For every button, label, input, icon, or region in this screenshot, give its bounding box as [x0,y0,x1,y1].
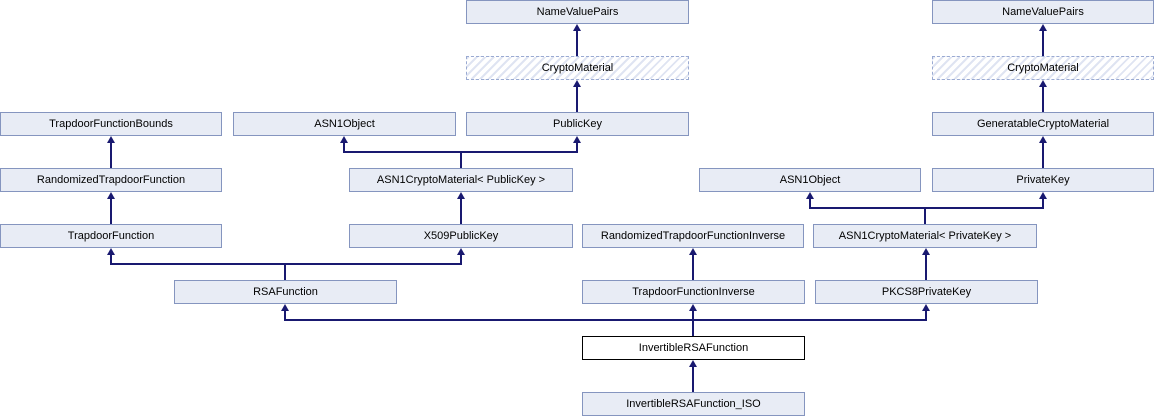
edge-line [576,29,578,56]
edge-arrowhead [457,192,465,199]
class-node-asn1-crypto-material-private-key[interactable]: ASN1CryptoMaterial< PrivateKey > [813,224,1037,248]
class-node-pkcs8-private-key[interactable]: PKCS8PrivateKey [815,280,1038,304]
edge-arrowhead [1039,136,1047,143]
edge-line [809,207,1044,209]
edge-line [110,263,462,265]
edge-arrowhead [107,192,115,199]
edge-line [1042,141,1044,168]
edge-arrowhead [457,248,465,255]
edge-line [110,253,112,265]
edge-arrowhead [340,136,348,143]
edge-line [1042,85,1044,112]
class-node-trapdoor-function-inverse[interactable]: TrapdoorFunctionInverse [582,280,805,304]
edge-line [576,85,578,112]
edge-line [284,263,286,280]
edge-line [1042,29,1044,56]
class-node-trapdoor-function[interactable]: TrapdoorFunction [0,224,222,248]
edge-arrowhead [281,304,289,311]
edge-arrowhead [806,192,814,199]
edge-line [924,207,926,224]
edge-arrowhead [922,304,930,311]
class-node-private-key[interactable]: PrivateKey [932,168,1154,192]
class-node-name-value-pairs-private[interactable]: NameValuePairs [932,0,1154,24]
class-node-name-value-pairs-public[interactable]: NameValuePairs [466,0,689,24]
edge-arrowhead [107,136,115,143]
edge-arrowhead [573,24,581,31]
class-node-asn1-object-public[interactable]: ASN1Object [233,112,456,136]
edge-line [692,319,694,336]
edge-line [1042,197,1044,209]
edge-line [925,309,927,321]
edge-line [284,309,286,321]
class-node-invertible-rsa-function: InvertibleRSAFunction [582,336,805,360]
class-node-trapdoor-function-bounds[interactable]: TrapdoorFunctionBounds [0,112,222,136]
edge-line [692,309,694,321]
edge-line [692,253,694,280]
edge-arrowhead [1039,192,1047,199]
edge-line [576,141,578,153]
class-node-generatable-crypto-material[interactable]: GeneratableCryptoMaterial [932,112,1154,136]
edge-line [692,365,694,392]
edge-line [809,197,811,209]
class-node-crypto-material-private[interactable]: CryptoMaterial [932,56,1154,80]
edge-line [284,319,927,321]
edge-line [460,151,462,168]
class-node-x509-public-key[interactable]: X509PublicKey [349,224,573,248]
class-node-randomized-trapdoor-function-inverse[interactable]: RandomizedTrapdoorFunctionInverse [582,224,804,248]
edge-arrowhead [922,248,930,255]
class-node-crypto-material-public[interactable]: CryptoMaterial [466,56,689,80]
edge-arrowhead [689,248,697,255]
edge-arrowhead [107,248,115,255]
class-node-rsa-function[interactable]: RSAFunction [174,280,397,304]
edge-line [925,253,927,280]
edge-line [110,197,112,224]
edge-line [460,197,462,224]
class-node-public-key[interactable]: PublicKey [466,112,689,136]
edge-arrowhead [573,136,581,143]
class-node-invertible-rsa-function-iso[interactable]: InvertibleRSAFunction_ISO [582,392,805,416]
edge-arrowhead [1039,24,1047,31]
class-node-asn1-crypto-material-public-key[interactable]: ASN1CryptoMaterial< PublicKey > [349,168,573,192]
class-node-randomized-trapdoor-function[interactable]: RandomizedTrapdoorFunction [0,168,222,192]
edge-arrowhead [689,304,697,311]
edge-arrowhead [573,80,581,87]
class-node-asn1-object-private[interactable]: ASN1Object [699,168,921,192]
edge-line [343,141,345,153]
edge-arrowhead [689,360,697,367]
edge-line [110,141,112,168]
edge-arrowhead [1039,80,1047,87]
edge-line [460,253,462,265]
